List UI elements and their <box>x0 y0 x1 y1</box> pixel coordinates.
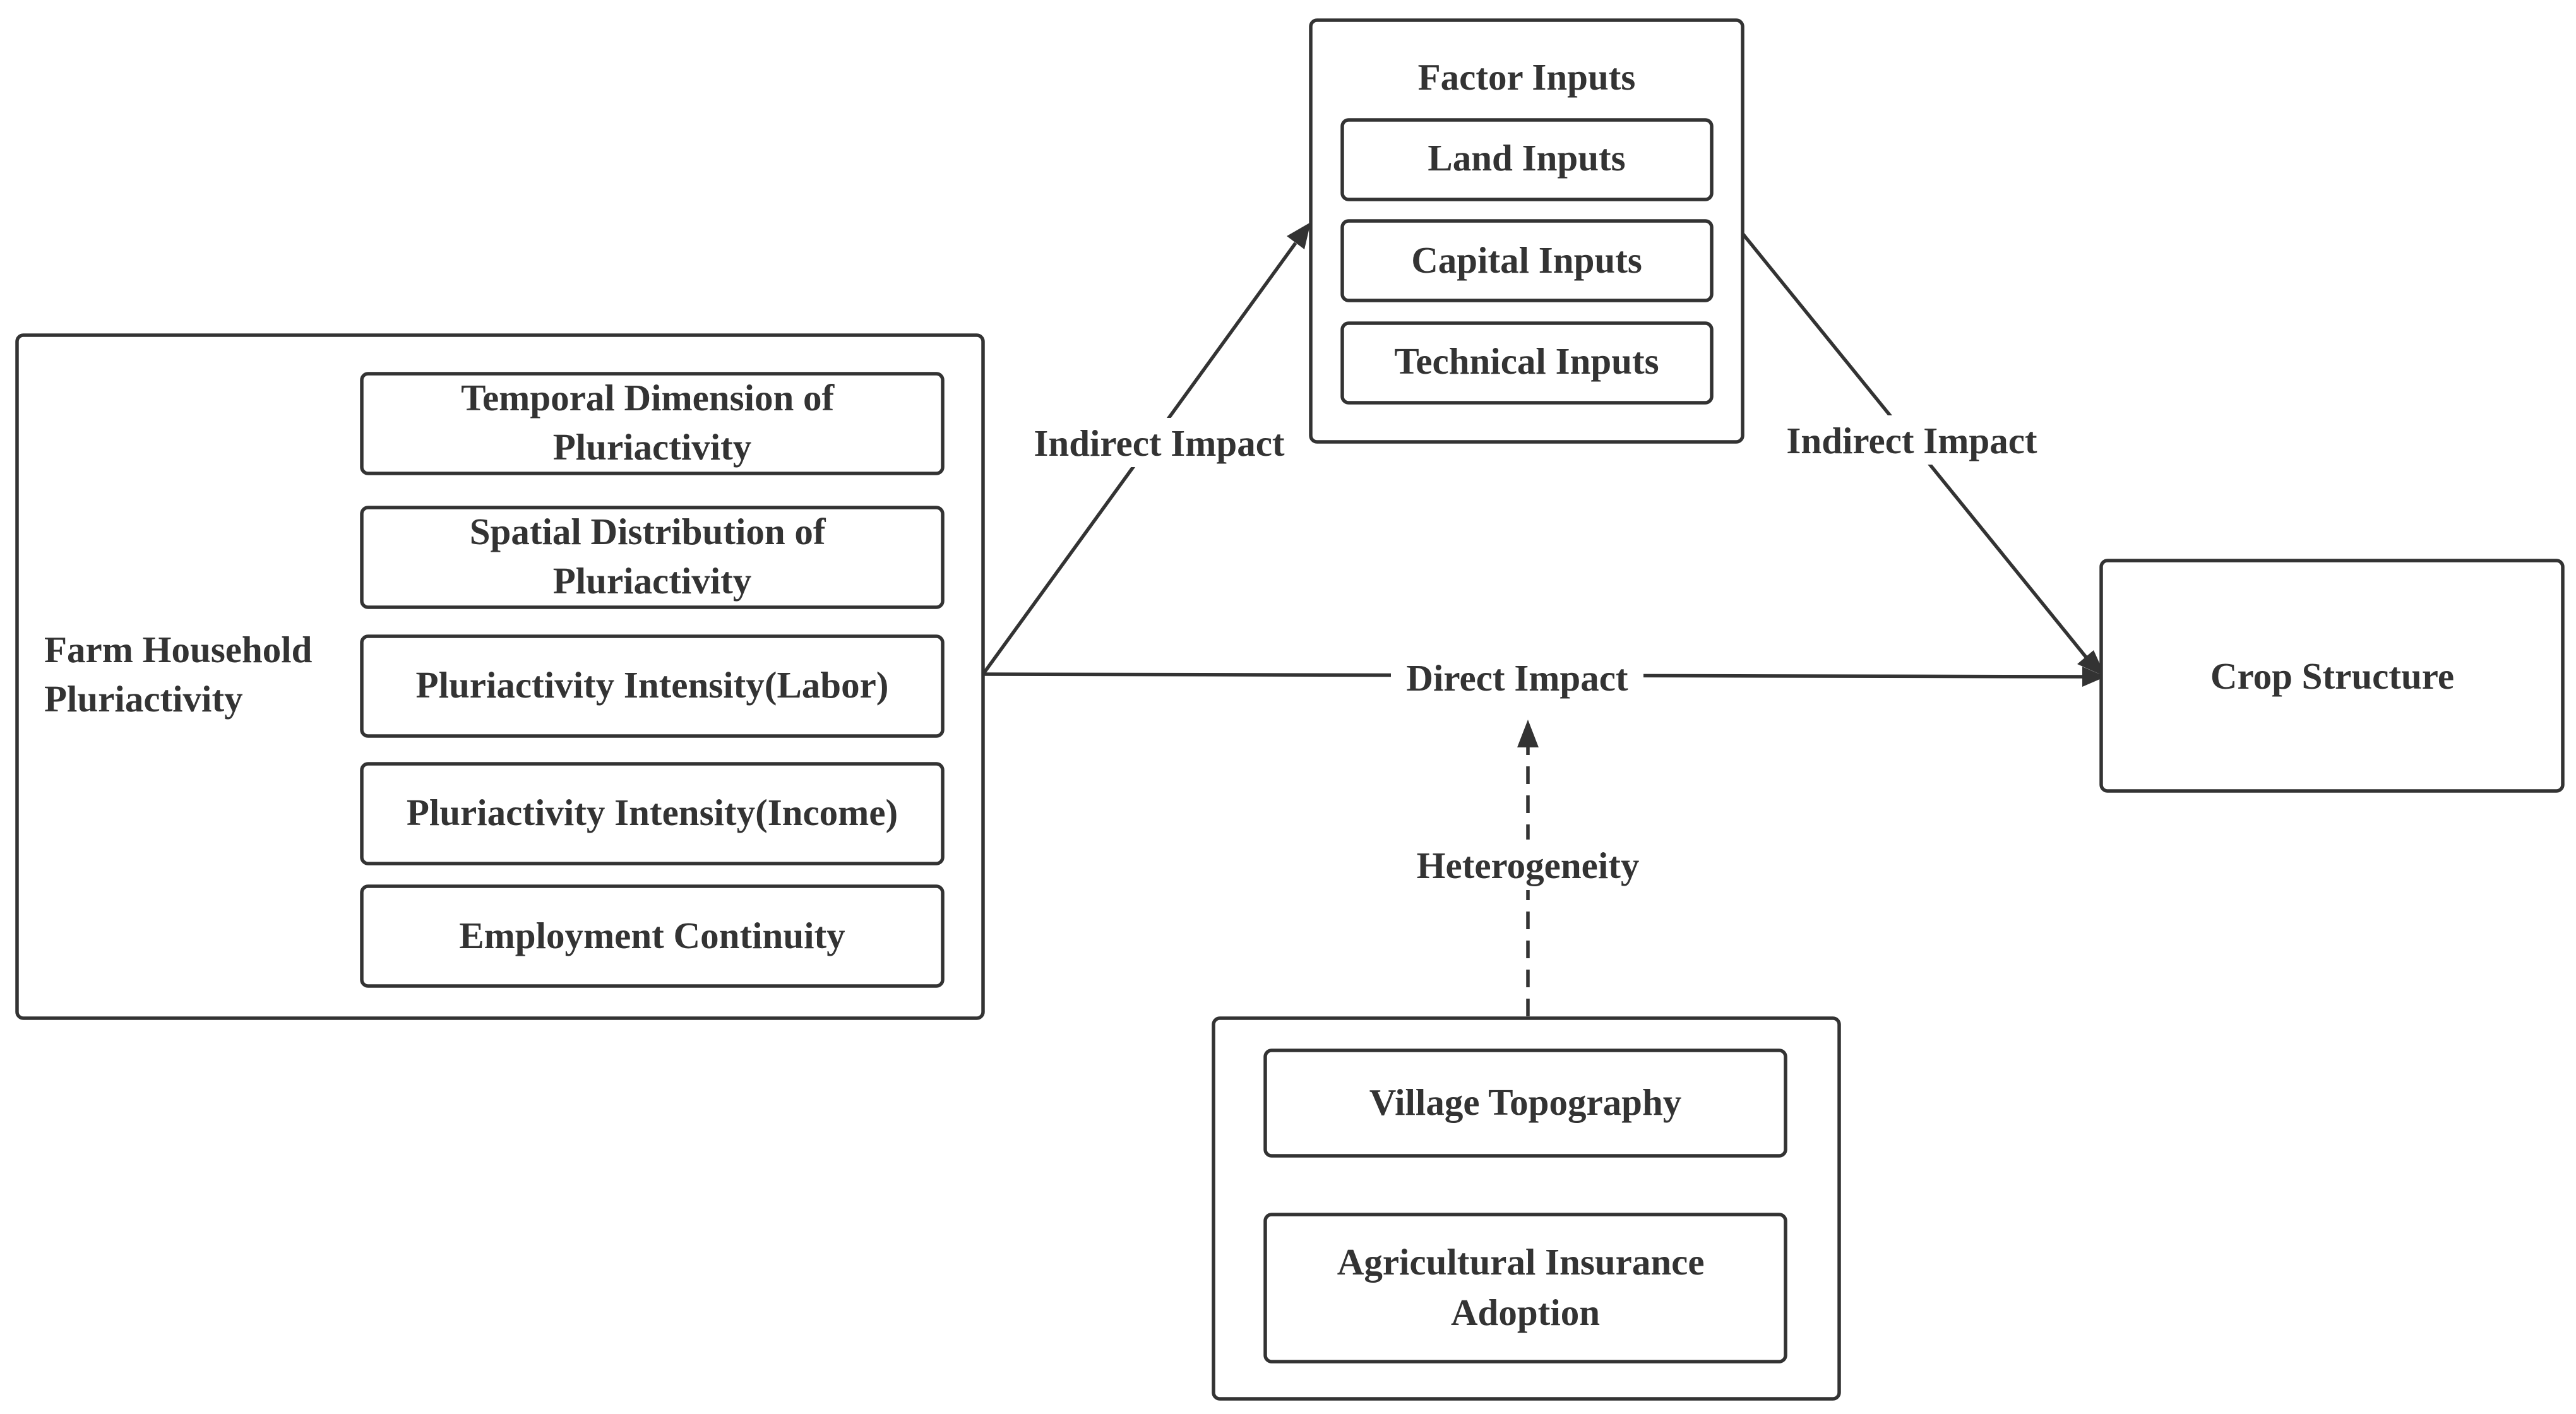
factor-inputs-item-technical-label: Technical Inputs <box>1394 340 1659 382</box>
edge-indirect-right: Indirect Impact <box>1741 232 2106 677</box>
pluriactivity-item-intensity-labor: Pluriactivity Intensity(Labor) <box>360 634 945 738</box>
pluriactivity-item-temporal-box <box>360 372 945 475</box>
heterogeneity-group: Village Topography Agricultural Insuranc… <box>1212 1016 1841 1401</box>
crop-structure-label: Crop Structure <box>2210 655 2454 697</box>
heterogeneity-item-village-topography-box <box>1263 1049 1787 1158</box>
factor-inputs-group: Factor Inputs Land Inputs Capital Inputs… <box>1309 18 1744 444</box>
edge-direct-label: Direct Impact <box>1406 657 1628 699</box>
edge-indirect-left-label: Indirect Impact <box>1034 422 1284 464</box>
edge-heterogeneity-arrowhead <box>1517 720 1539 747</box>
crop-structure-node: Crop Structure <box>2099 559 2565 793</box>
pluriactivity-item-employment-continuity-label: Employment Continuity <box>459 915 845 956</box>
factor-inputs-item-technical-box <box>1340 321 1714 405</box>
pluriactivity-item-intensity-labor-box <box>360 634 945 738</box>
edge-heterogeneity-label: Heterogeneity <box>1417 845 1640 886</box>
edge-heterogeneity-label-bg <box>1402 840 1654 890</box>
pluriactivity-item-temporal: Temporal Dimension of Pluriactivity <box>360 372 945 475</box>
heterogeneity-item-agricultural-insurance-label: Agricultural Insurance Adoption <box>1337 1241 1714 1333</box>
edge-direct-arrowhead <box>2082 667 2106 687</box>
pluriactivity-item-intensity-income: Pluriactivity Intensity(Income) <box>360 762 945 865</box>
edge-indirect-right-label: Indirect Impact <box>1786 420 2037 461</box>
pluriactivity-group-label: Farm Household Pluriactivity <box>44 629 321 720</box>
pluriactivity-item-spatial: Spatial Distribution of Pluriactivity <box>360 506 945 609</box>
factor-inputs-item-land-label: Land Inputs <box>1428 137 1625 179</box>
heterogeneity-item-village-topography: Village Topography <box>1263 1049 1787 1158</box>
factor-inputs-group-title: Factor Inputs <box>1418 56 1636 98</box>
edge-indirect-right-label-bg <box>1775 415 2050 465</box>
edge-indirect-left: Indirect Impact <box>981 222 1311 675</box>
pluriactivity-item-employment-continuity: Employment Continuity <box>360 884 945 988</box>
heterogeneity-item-agricultural-insurance: Agricultural Insurance Adoption <box>1263 1213 1787 1364</box>
crop-structure-box <box>2099 559 2565 793</box>
edge-direct: Direct Impact <box>982 651 2106 701</box>
pluriactivity-item-spatial-label: Spatial Distribution of Pluriactivity <box>470 511 835 602</box>
heterogeneity-item-village-topography-label: Village Topography <box>1369 1081 1682 1123</box>
pluriactivity-item-employment-continuity-box <box>360 884 945 988</box>
edge-indirect-left-label-bg <box>1022 418 1296 467</box>
edge-indirect-left-arrowhead <box>1287 222 1311 249</box>
pluriactivity-item-intensity-labor-label: Pluriactivity Intensity(Labor) <box>416 664 889 706</box>
edge-indirect-right-arrowhead <box>2077 650 2106 677</box>
factor-inputs-item-capital-label: Capital Inputs <box>1411 239 1642 281</box>
factor-inputs-item-technical: Technical Inputs <box>1340 321 1714 405</box>
pluriactivity-group: Farm Household Pluriactivity Temporal Di… <box>15 333 985 1020</box>
pluriactivity-item-temporal-label: Temporal Dimension of Pluriactivity <box>461 377 844 468</box>
factor-inputs-item-capital-box <box>1340 219 1714 302</box>
factor-inputs-item-land-box <box>1340 118 1714 201</box>
pluriactivity-item-intensity-income-label: Pluriactivity Intensity(Income) <box>407 792 898 833</box>
factor-inputs-item-land: Land Inputs <box>1340 118 1714 201</box>
edge-direct-label-bg <box>1391 651 1643 701</box>
edge-heterogeneity: Heterogeneity <box>1402 720 1654 1016</box>
pluriactivity-item-spatial-box <box>360 506 945 609</box>
pluriactivity-item-intensity-income-box <box>360 762 945 865</box>
factor-inputs-item-capital: Capital Inputs <box>1340 219 1714 302</box>
heterogeneity-item-agricultural-insurance-box <box>1263 1213 1787 1364</box>
